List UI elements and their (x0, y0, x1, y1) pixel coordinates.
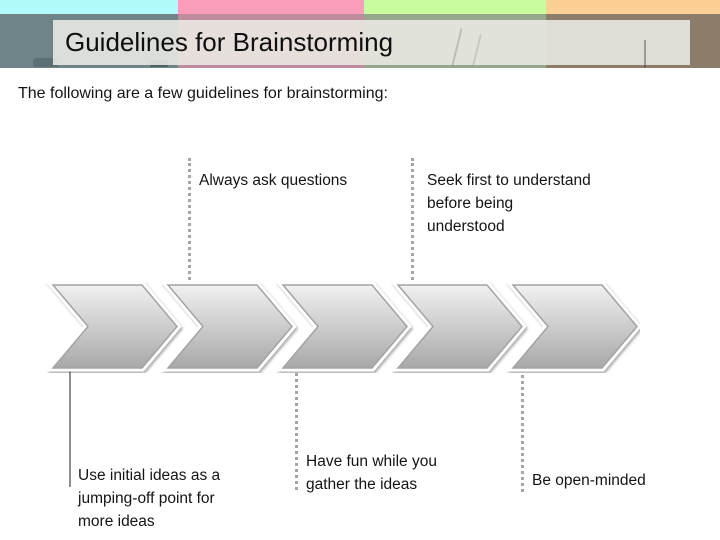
connector-line-dotted (188, 158, 191, 285)
label-be-open-minded: Be open-minded (532, 469, 692, 492)
label-seek-first-to-understand: Seek first to understand before being un… (427, 169, 637, 238)
accent-stripe-green (364, 0, 546, 14)
label-line: before being (427, 195, 514, 212)
label-line: understood (427, 218, 505, 235)
label-line: gather the ideas (306, 476, 418, 493)
connector-line-dotted (521, 368, 524, 492)
background-photo-artifact (33, 58, 58, 67)
label-always-ask-questions: Always ask questions (199, 169, 389, 192)
chevron-4 (390, 281, 527, 372)
label-line: Be open-minded (532, 472, 646, 489)
accent-stripe-orange (546, 0, 720, 14)
chevron-5 (505, 281, 640, 372)
page-title: Guidelines for Brainstorming (65, 27, 394, 57)
label-line: Always ask questions (199, 172, 348, 189)
label-line: more ideas (78, 513, 155, 530)
accent-stripe-cyan (0, 0, 178, 14)
label-line: Have fun while you (306, 453, 437, 470)
chevron-3 (275, 281, 412, 372)
label-have-fun: Have fun while you gather the ideas (306, 450, 486, 496)
label-line: Seek first to understand (427, 172, 591, 189)
background-photo-artifact (644, 40, 646, 68)
title-box: Guidelines for Brainstorming (53, 20, 690, 65)
connector-line-dotted (295, 368, 298, 490)
connector-line-dotted (411, 158, 414, 285)
label-line: Use initial ideas as a (78, 467, 221, 484)
chevron-process-diagram (45, 281, 640, 372)
accent-stripe-pink (178, 0, 364, 14)
label-use-initial-ideas: Use initial ideas as a jumping-off point… (78, 464, 273, 533)
connector-line-solid (69, 368, 71, 487)
chevron-1 (45, 281, 182, 372)
label-line: jumping-off point for (78, 490, 215, 507)
intro-text: The following are a few guidelines for b… (18, 85, 388, 102)
chevron-2 (160, 281, 297, 372)
